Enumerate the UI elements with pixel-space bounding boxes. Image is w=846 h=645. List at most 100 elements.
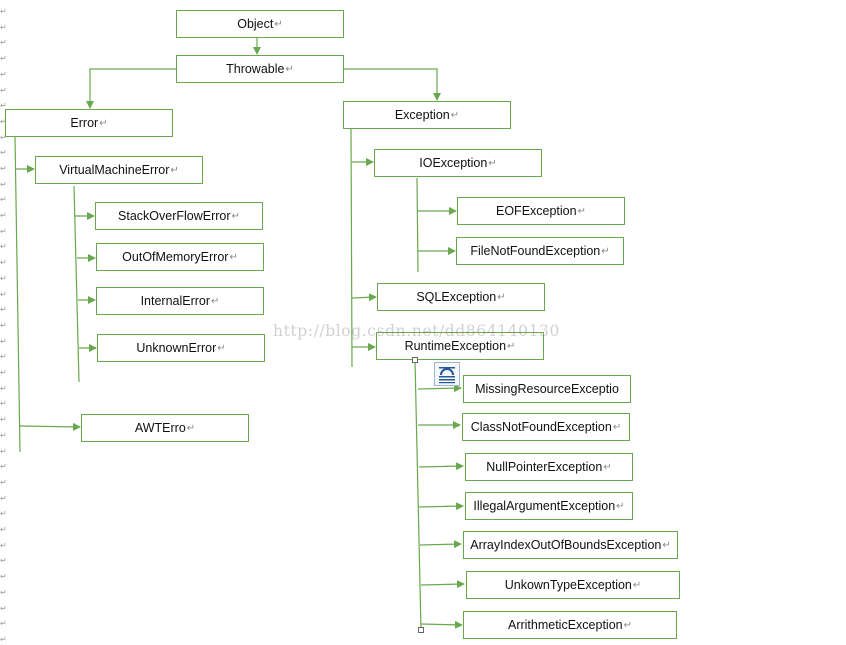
paragraph-mark: ↵ [170, 164, 179, 176]
paragraph-mark: ↵ [229, 251, 238, 263]
paragraph-mark: ↵ [488, 157, 497, 169]
node-throwable: Throwable↵ [176, 55, 344, 83]
margin-paragraph-mark: ↵ [0, 431, 7, 440]
node-unknown-error: UnknownError↵ [97, 334, 265, 362]
margin-paragraph-mark: ↵ [0, 195, 7, 204]
margin-paragraph-mark: ↵ [0, 415, 7, 424]
margin-paragraph-mark: ↵ [0, 70, 7, 79]
edge-rte-aioobe [419, 540, 462, 549]
node-label: IllegalArgumentException [473, 499, 616, 513]
node-error: Error↵ [5, 109, 173, 137]
node-label: SQLException [416, 290, 497, 304]
node-stack-overflow-error: StackOverFlowError↵ [95, 202, 263, 230]
node-label: FileNotFoundException [470, 244, 601, 258]
node-label: Throwable [226, 62, 285, 76]
edge-throwable-exception [344, 68, 441, 101]
margin-paragraph-mark: ↵ [0, 101, 7, 110]
node-label: Error [70, 116, 99, 130]
margin-paragraph-mark: ↵ [0, 164, 7, 173]
node-label: ArrithmeticException [507, 618, 623, 632]
node-io-exception: IOException↵ [374, 149, 542, 177]
margin-paragraph-mark: ↵ [0, 478, 7, 487]
node-label: UnkownTypeException [504, 578, 632, 592]
margin-paragraph-mark: ↵ [0, 321, 7, 330]
paragraph-mark: ↵ [601, 245, 610, 257]
node-label: VirtualMachineError [59, 163, 170, 177]
margin-paragraph-mark: ↵ [0, 133, 7, 142]
node-label: EOFException [496, 204, 577, 218]
node-virtual-machine-error: VirtualMachineError↵ [35, 156, 203, 184]
node-eof-exception: EOFException↵ [457, 197, 625, 225]
edge-exception-trunk [350, 127, 353, 368]
edge-rte-trunk [414, 359, 422, 631]
margin-paragraph-mark: ↵ [0, 384, 7, 393]
margin-paragraph-mark: ↵ [0, 86, 7, 95]
margin-paragraph-mark: ↵ [0, 541, 7, 550]
margin-paragraph-mark: ↵ [0, 635, 7, 644]
node-label: RuntimeException [404, 339, 507, 353]
edge-exception-sql [351, 293, 377, 302]
layout-options-icon[interactable] [434, 362, 460, 386]
paragraph-mark: ↵ [507, 340, 516, 352]
paragraph-mark: ↵ [632, 579, 642, 591]
margin-paragraph-mark: ↵ [0, 462, 7, 471]
paragraph-mark: ↵ [274, 18, 283, 30]
node-internal-error: InternalError↵ [96, 287, 264, 315]
node-arithmetic-exception: ArrithmeticException↵ [463, 611, 677, 639]
paragraph-mark: ↵ [99, 117, 108, 129]
node-sql-exception: SQLException↵ [377, 283, 545, 311]
node-null-pointer-exception: NullPointerException↵ [465, 453, 633, 481]
node-label: ClassNotFoundException [470, 420, 612, 434]
margin-paragraph-mark: ↵ [0, 337, 7, 346]
margin-paragraph-mark: ↵ [0, 368, 7, 377]
node-object: Object↵ [176, 10, 344, 38]
selection-handle-bottom[interactable] [418, 627, 424, 633]
node-missing-resource-exception: MissingResourceExceptio [463, 375, 631, 403]
margin-paragraph-mark: ↵ [0, 148, 7, 157]
margin-paragraph-mark: ↵ [0, 352, 7, 361]
edge-rte-iae [418, 502, 464, 511]
selection-handle-top[interactable] [412, 357, 418, 363]
margin-paragraph-mark: ↵ [0, 305, 7, 314]
edge-rte-npe [418, 462, 464, 471]
node-awt-error: AWTErro↵ [81, 414, 249, 442]
paragraph-mark: ↵ [577, 205, 586, 217]
paragraph-mark: ↵ [217, 342, 226, 354]
margin-paragraph-mark: ↵ [0, 399, 7, 408]
margin-paragraph-mark: ↵ [0, 211, 7, 220]
node-label: Object [237, 17, 274, 31]
watermark-text: http://blog.csdn.net/dd864140130 [273, 322, 560, 340]
node-label: NullPointerException [486, 460, 603, 474]
node-label: ArrayIndexOutOfBoundsException [470, 538, 662, 552]
node-label: UnknownError [136, 341, 217, 355]
node-class-not-found-exception: ClassNotFoundException↵ [462, 413, 630, 441]
node-label: StackOverFlowError [118, 209, 231, 223]
margin-paragraph-mark: ↵ [0, 509, 7, 518]
edge-ioe-trunk [416, 177, 419, 273]
paragraph-mark: ↵ [497, 291, 506, 303]
node-runtime-exception: RuntimeException↵ [376, 332, 544, 360]
node-label: InternalError [140, 294, 211, 308]
paragraph-mark: ↵ [285, 63, 294, 75]
margin-paragraph-mark: ↵ [0, 38, 7, 47]
node-exception: Exception↵ [343, 101, 511, 129]
margin-paragraph-mark: ↵ [0, 556, 7, 565]
paragraph-mark: ↵ [612, 421, 622, 433]
margin-paragraph-mark: ↵ [0, 258, 7, 267]
node-unknown-type-exception: UnkownTypeException↵ [466, 571, 680, 599]
margin-paragraph-mark: ↵ [0, 23, 7, 32]
node-label: IOException [419, 156, 488, 170]
paragraph-mark: ↵ [211, 295, 220, 307]
paragraph-mark: ↵ [450, 109, 460, 121]
node-file-not-found-exception: FileNotFoundException↵ [456, 237, 624, 265]
margin-paragraph-mark: ↵ [0, 494, 7, 503]
margin-paragraph-mark: ↵ [0, 180, 7, 189]
margin-paragraph-mark: ↵ [0, 619, 7, 628]
edge-throwable-error [86, 68, 176, 109]
margin-paragraph-mark: ↵ [0, 227, 7, 236]
node-out-of-memory-error: OutOfMemoryError↵ [96, 243, 264, 271]
paragraph-mark: ↵ [603, 461, 612, 473]
edge-rte-ae [420, 620, 463, 629]
paragraph-mark: ↵ [662, 539, 671, 551]
